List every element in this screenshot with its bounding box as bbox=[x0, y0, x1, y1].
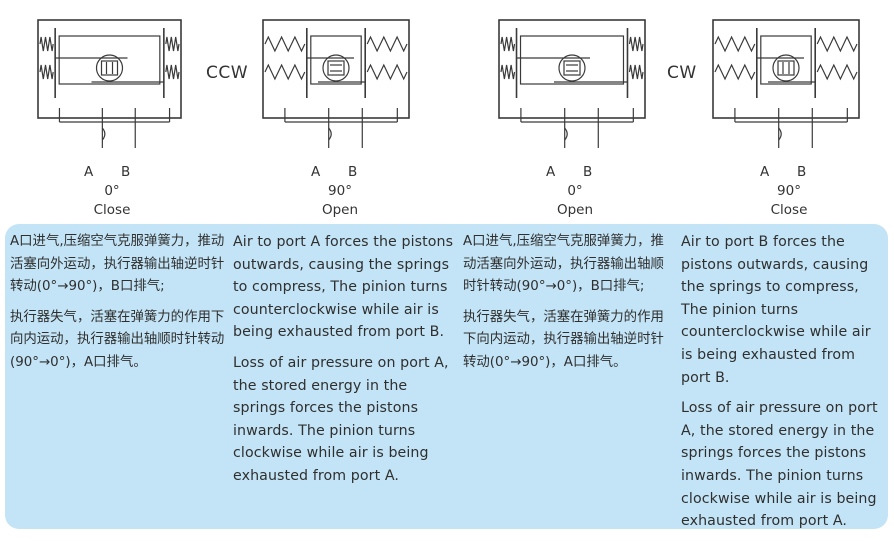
pinion-outer bbox=[95, 54, 124, 82]
inner-chamber bbox=[310, 35, 362, 85]
actuator-3 bbox=[498, 19, 646, 148]
port-a-label: A bbox=[546, 164, 556, 180]
spring-right bbox=[628, 36, 644, 52]
port-crossover bbox=[778, 127, 782, 141]
spring-right bbox=[165, 64, 180, 80]
spring-left bbox=[39, 36, 54, 52]
en-left-column: Air to port A forces the pistons outward… bbox=[233, 231, 455, 496]
spring-left bbox=[39, 64, 54, 80]
port-b-label: B bbox=[583, 164, 593, 180]
pinion-shaft bbox=[327, 60, 345, 76]
spring-left bbox=[500, 36, 516, 52]
state-label: Open bbox=[321, 202, 359, 218]
port-a-label: A bbox=[311, 164, 321, 180]
zh-left-text-1: A口进气,压缩空气克服弹簧力，推动活塞向外运动，执行器输出轴逆时针转动(0°→9… bbox=[10, 234, 225, 295]
direction-cw: CW bbox=[667, 63, 697, 83]
pinion-outer bbox=[558, 54, 586, 82]
description-panel: A口进气,压缩空气克服弹簧力，推动活塞向外运动，执行器输出轴逆时针转动(0°→9… bbox=[5, 224, 888, 529]
direction-ccw: CCW bbox=[206, 63, 249, 83]
zh-right-text-1: A口进气,压缩空气克服弹簧力，推动活塞向外运动，执行器输出轴顺时针转动(90°→… bbox=[463, 234, 664, 295]
actuator-body bbox=[712, 19, 860, 119]
pinion-outer bbox=[322, 54, 350, 82]
diagram-area: CCW CW A B 0° Close A B 90° Open A B 0° … bbox=[0, 0, 894, 225]
spring-right bbox=[366, 63, 408, 81]
angle-label: 0° bbox=[104, 183, 120, 199]
zh-right-text-2: 执行器失气，活塞在弹簧力的作用下向内运动，执行器输出轴逆时针转动(0°→90°)… bbox=[463, 309, 664, 370]
angle-label: 90° bbox=[777, 183, 801, 199]
actuator-body bbox=[498, 19, 646, 119]
pinion-shaft bbox=[563, 60, 581, 76]
spring-left bbox=[264, 35, 306, 53]
actuator-schematics bbox=[37, 19, 860, 148]
en-left-text-1: Air to port A forces the pistons outward… bbox=[233, 234, 454, 341]
spring-left bbox=[714, 63, 756, 81]
inner-chamber bbox=[760, 35, 812, 85]
port-crossover bbox=[101, 127, 106, 141]
zh-left-text-2: 执行器失气，活塞在弹簧力的作用下向内运动，执行器输出轴顺时针转动(90°→0°)… bbox=[10, 309, 225, 370]
actuator-2 bbox=[262, 19, 410, 148]
inner-chamber bbox=[58, 35, 161, 85]
en-right-column: Air to port B forces the pistons outward… bbox=[681, 231, 884, 541]
state-label: Close bbox=[93, 202, 131, 218]
spring-left bbox=[714, 35, 756, 53]
inner-chamber bbox=[519, 35, 625, 85]
port-b-label: B bbox=[797, 164, 807, 180]
port-b-label: B bbox=[348, 164, 358, 180]
spring-right bbox=[366, 35, 408, 53]
port-crossover bbox=[564, 127, 568, 141]
spring-right bbox=[816, 63, 858, 81]
spring-left bbox=[500, 64, 516, 80]
state-label: Open bbox=[556, 202, 594, 218]
port-a-label: A bbox=[84, 164, 94, 180]
actuator-body bbox=[37, 19, 182, 119]
zh-left-column: A口进气,压缩空气克服弹簧力，推动活塞向外运动，执行器输出轴逆时针转动(0°→9… bbox=[10, 231, 230, 383]
angle-label: 0° bbox=[567, 183, 583, 199]
spring-right bbox=[165, 36, 180, 52]
actuator-4 bbox=[712, 19, 860, 148]
spring-right bbox=[628, 64, 644, 80]
actuator-1 bbox=[37, 19, 182, 148]
pinion-shaft bbox=[100, 60, 119, 76]
spring-right bbox=[816, 35, 858, 53]
pinion-outer bbox=[772, 54, 800, 82]
angle-label: 90° bbox=[328, 183, 352, 199]
port-crossover bbox=[328, 127, 332, 141]
actuator-body bbox=[262, 19, 410, 119]
spring-left bbox=[264, 63, 306, 81]
en-right-text-2: Loss of air pressure on port A, the stor… bbox=[681, 400, 878, 530]
en-right-text-1: Air to port B forces the pistons outward… bbox=[681, 234, 871, 386]
port-a-label: A bbox=[760, 164, 770, 180]
port-b-label: B bbox=[121, 164, 131, 180]
zh-right-column: A口进气,压缩空气克服弹簧力，推动活塞向外运动，执行器输出轴顺时针转动(90°→… bbox=[463, 231, 673, 383]
pinion-shaft bbox=[777, 60, 795, 76]
state-label: Close bbox=[770, 202, 808, 218]
en-left-text-2: Loss of air pressure on port A, the stor… bbox=[233, 354, 449, 484]
